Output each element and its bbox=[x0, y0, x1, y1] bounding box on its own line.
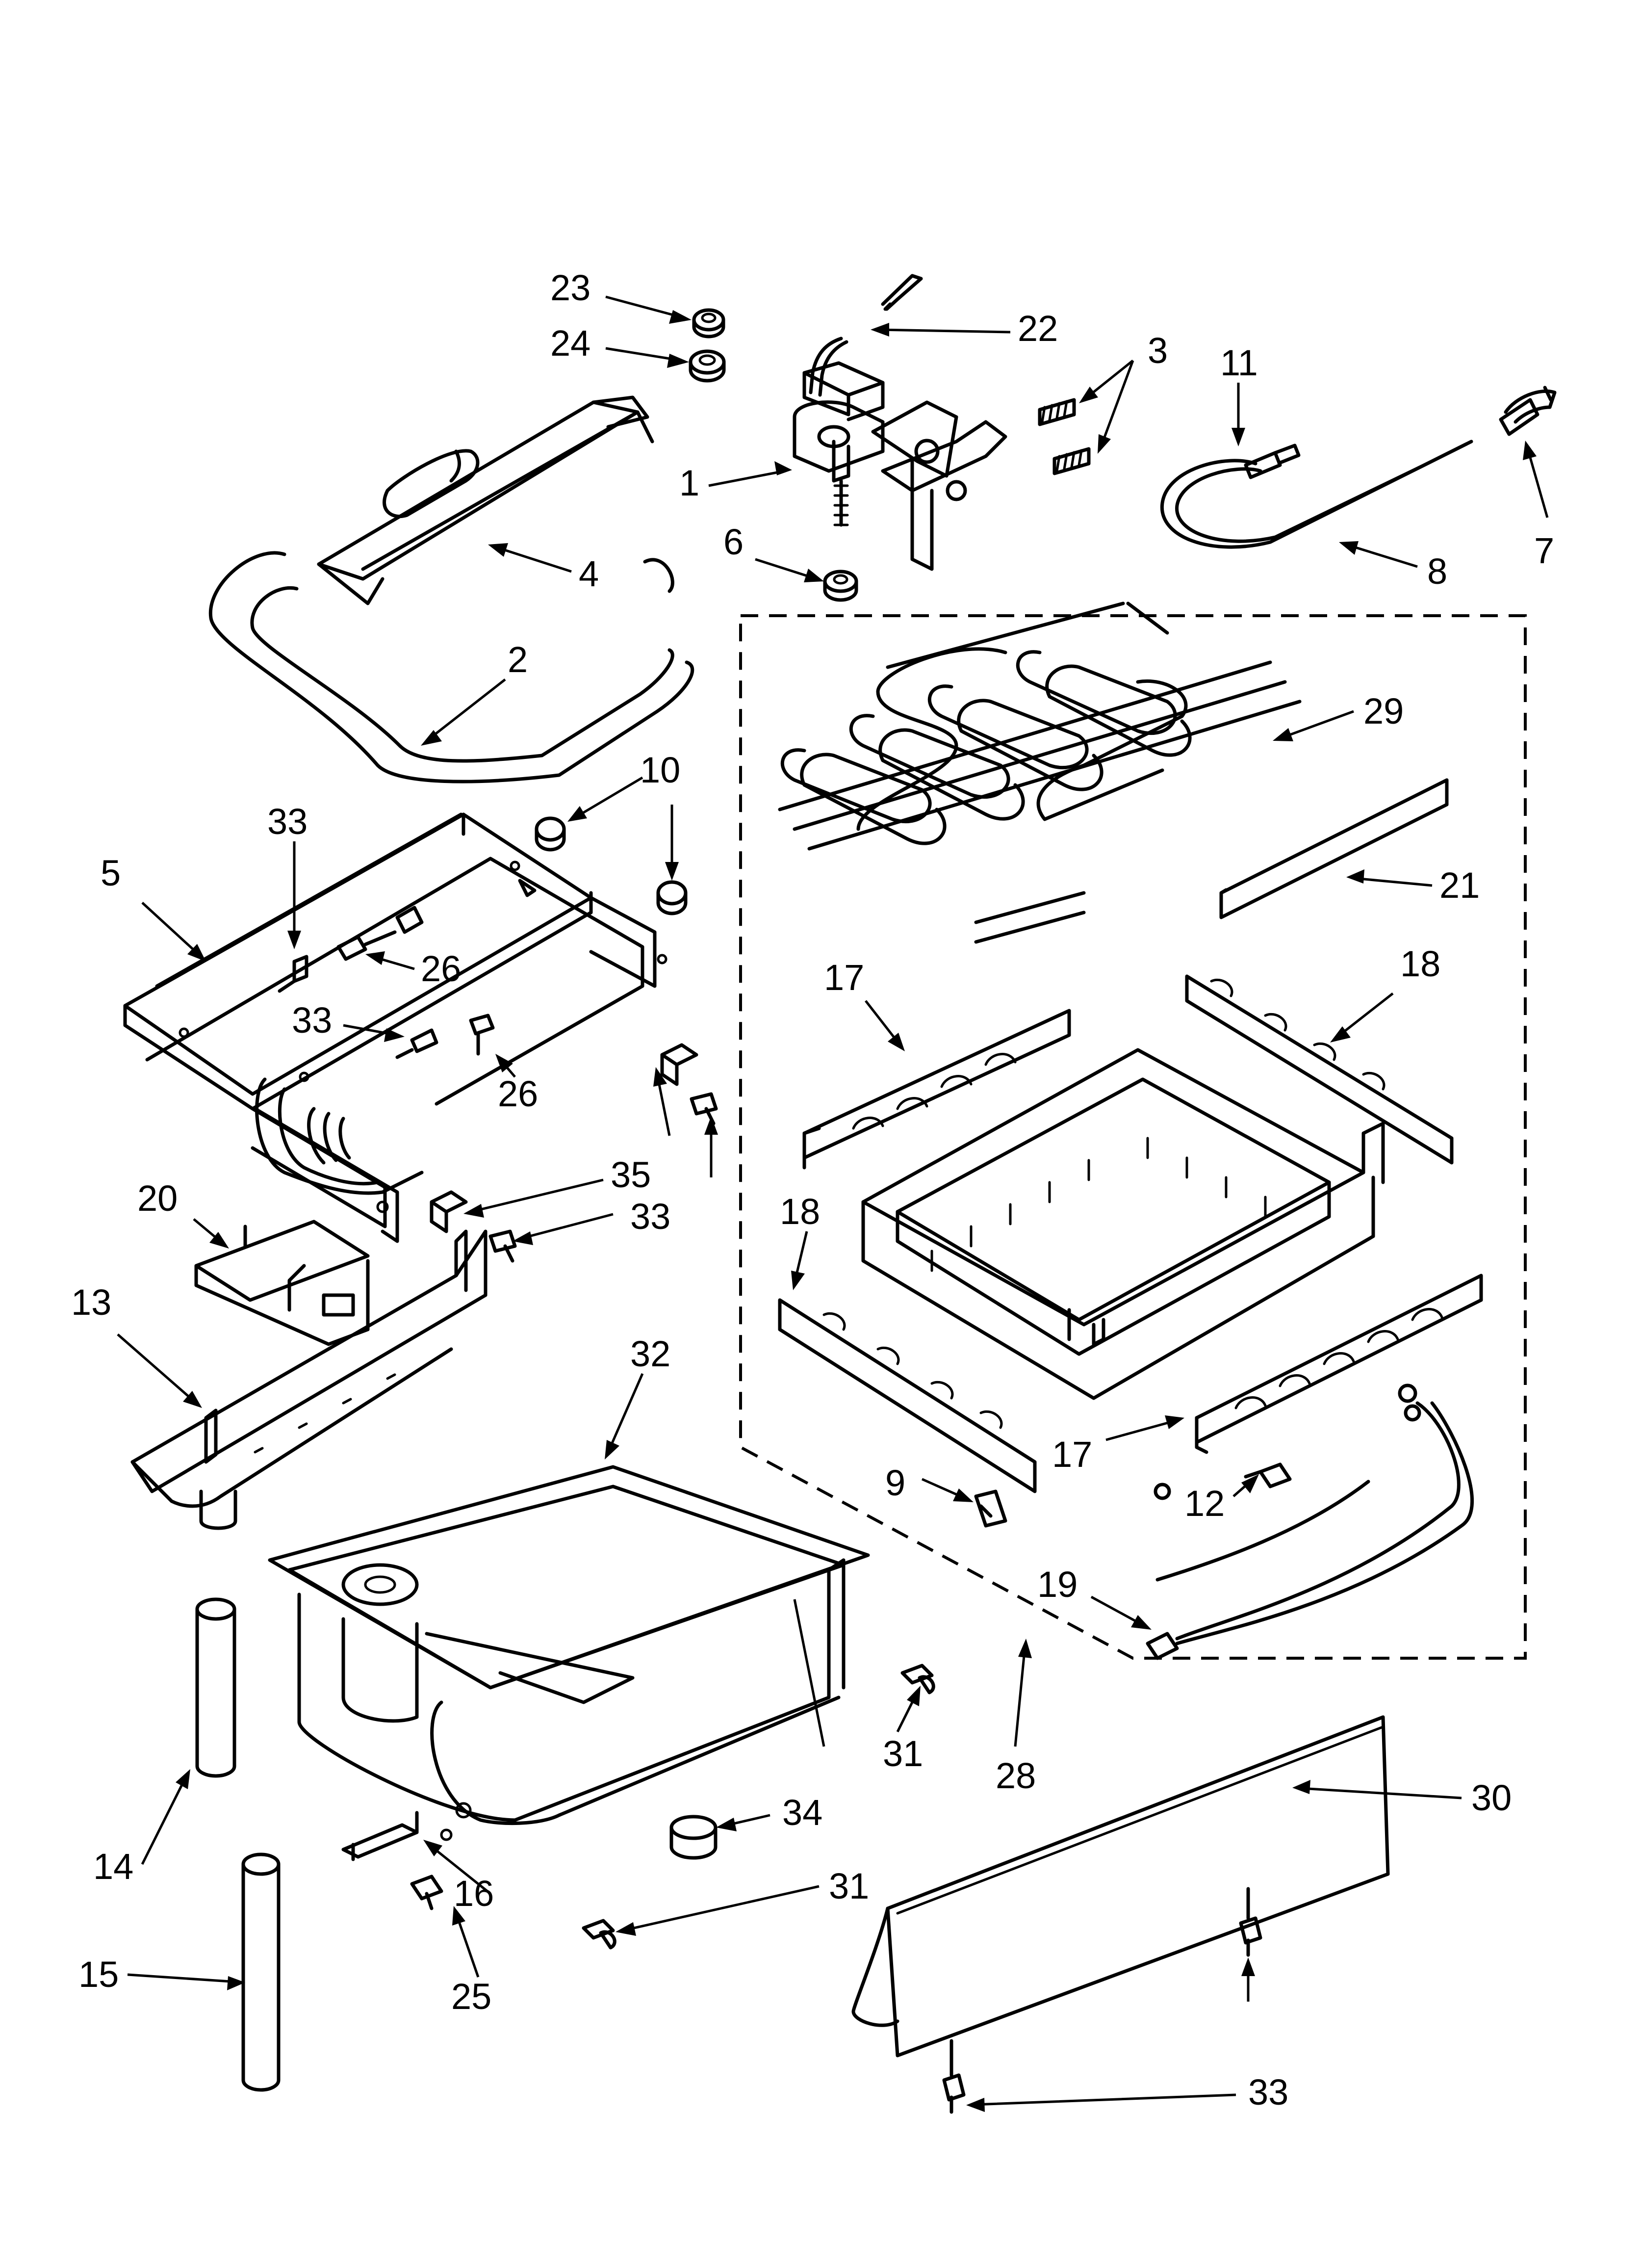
part-7-fitting bbox=[1499, 386, 1557, 436]
callout-6: 6 bbox=[723, 521, 744, 562]
callout-33c: 33 bbox=[630, 1196, 670, 1237]
part-2-fill-tube bbox=[208, 551, 694, 783]
callout-9: 9 bbox=[885, 1462, 905, 1503]
part-30-panel bbox=[851, 1715, 1390, 2058]
callout-34: 34 bbox=[782, 1792, 822, 1833]
part-3-screws bbox=[1038, 398, 1091, 475]
part-18-rails bbox=[778, 974, 1454, 1493]
part-mold-frame bbox=[861, 1048, 1385, 1400]
callout-14: 14 bbox=[93, 1846, 133, 1887]
part-23-grommet bbox=[692, 308, 725, 339]
callout-28: 28 bbox=[996, 1755, 1036, 1796]
callout-17a: 17 bbox=[824, 957, 864, 998]
callout-1: 1 bbox=[679, 463, 699, 503]
part-4-bracket bbox=[317, 395, 654, 605]
part-13-trough bbox=[130, 1229, 487, 1530]
callout-32: 32 bbox=[630, 1333, 670, 1374]
callout-11: 11 bbox=[1220, 342, 1258, 383]
callout-30: 30 bbox=[1471, 1777, 1512, 1818]
callout-2: 2 bbox=[508, 639, 528, 680]
part-10-bumpers bbox=[535, 816, 688, 915]
part-14-tube bbox=[195, 1597, 236, 1778]
callout-10: 10 bbox=[640, 750, 680, 790]
part-11-insert bbox=[1244, 443, 1301, 479]
part-17-rails bbox=[802, 1009, 1483, 1454]
callout-25: 25 bbox=[451, 1976, 491, 2017]
callout-15: 15 bbox=[78, 1954, 119, 1995]
callout-12: 12 bbox=[1184, 1483, 1225, 1524]
callout-18b: 18 bbox=[780, 1191, 820, 1232]
part-31-screws bbox=[582, 1664, 935, 1950]
callout-33b: 33 bbox=[292, 1000, 332, 1041]
part-21-strip bbox=[1219, 778, 1449, 919]
part-33-panel-screws bbox=[942, 1887, 1262, 2114]
callout-29: 29 bbox=[1363, 691, 1404, 731]
part-5-frame bbox=[123, 812, 667, 1243]
callout-13: 13 bbox=[71, 1282, 111, 1323]
callout-20: 20 bbox=[137, 1178, 178, 1219]
part-1-water-valve bbox=[793, 361, 1007, 571]
callout-31b: 31 bbox=[829, 1866, 869, 1906]
callout-19: 19 bbox=[1037, 1564, 1078, 1605]
part-25-screw bbox=[410, 1875, 443, 1910]
part-19-harness bbox=[1146, 1383, 1474, 1660]
callout-23: 23 bbox=[550, 267, 590, 308]
callout-31a: 31 bbox=[883, 1733, 923, 1774]
callout-35: 35 bbox=[611, 1154, 651, 1195]
part-28-group-boundary bbox=[739, 614, 1527, 1660]
part-34-foot bbox=[669, 1815, 718, 1860]
part-22-wire bbox=[809, 274, 923, 397]
part-8-tube bbox=[1160, 440, 1473, 549]
part-15-tube bbox=[241, 1852, 281, 2092]
part-26-screws bbox=[336, 930, 495, 1056]
callout-3: 3 bbox=[1148, 330, 1168, 371]
part-35-clips bbox=[430, 1043, 698, 1233]
part-20-bracket bbox=[194, 1220, 370, 1346]
callout-7: 7 bbox=[1534, 530, 1554, 571]
part-32-bin bbox=[268, 1465, 870, 1841]
callout-16: 16 bbox=[454, 1873, 494, 1914]
callout-18a: 18 bbox=[1400, 943, 1440, 984]
part-33-screws bbox=[278, 955, 718, 1263]
callout-33a: 33 bbox=[267, 801, 308, 842]
part-12-screw bbox=[1244, 1462, 1292, 1488]
callout-26a: 26 bbox=[421, 948, 461, 989]
callout-5: 5 bbox=[101, 853, 121, 893]
part-6-nut bbox=[823, 570, 858, 602]
callout-26b: 26 bbox=[498, 1073, 538, 1114]
part-16-bracket bbox=[341, 1811, 419, 1861]
part-9-clip bbox=[974, 1489, 1007, 1528]
callout-4: 4 bbox=[579, 553, 599, 594]
callout-labels: 23 24 22 3 11 1 7 6 8 4 2 29 10 33 5 21 … bbox=[71, 267, 1554, 2112]
callout-8: 8 bbox=[1427, 551, 1447, 592]
callout-21: 21 bbox=[1439, 865, 1480, 906]
part-24-nut bbox=[689, 349, 726, 383]
leader-lines bbox=[117, 295, 1549, 2112]
part-29-heater-grid bbox=[778, 601, 1302, 944]
callout-24: 24 bbox=[550, 323, 590, 364]
callout-33d: 33 bbox=[1248, 2072, 1288, 2112]
callout-17b: 17 bbox=[1052, 1434, 1092, 1475]
callout-22: 22 bbox=[1018, 308, 1058, 349]
